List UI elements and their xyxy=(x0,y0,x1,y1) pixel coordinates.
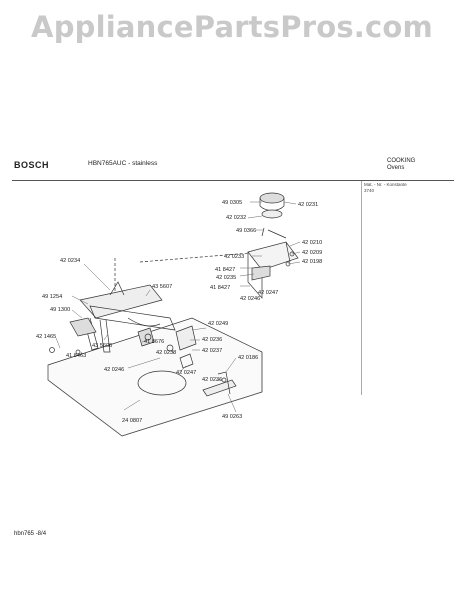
category-label: COOKING Ovens xyxy=(387,158,415,172)
part-labels: 49 0305 42 0231 42 0232 49 0366 42 0210 42 02… xyxy=(36,200,322,424)
bracket-assembly xyxy=(79,284,163,319)
brand-label: BOSCH xyxy=(14,160,50,170)
part-number-label: 42 0234 xyxy=(60,258,80,264)
part-number-label: 42 0236 xyxy=(202,337,222,343)
model-label: HBN765AUC - stainless xyxy=(88,160,158,167)
diagram-drawing xyxy=(47,192,301,437)
part-number-label: 49 0263 xyxy=(222,414,242,420)
watermark-logo: AppliancePartsPros.com xyxy=(31,10,433,44)
part-number-label: 42 0247 xyxy=(176,370,196,376)
part-number-label: 41 8676 xyxy=(144,339,164,345)
part-number-label: 42 0238 xyxy=(156,350,176,356)
part-number-label: 42 0233 xyxy=(224,254,244,260)
part-number-label: 42 0249 xyxy=(208,321,228,327)
part-number-label: 42 0235 xyxy=(216,275,236,281)
part-number-label: 42 0246 xyxy=(104,367,124,373)
part-number-label: 42 0236 xyxy=(202,377,222,383)
part-number-label: 41 8463 xyxy=(66,353,86,359)
column-header-line-2: 3740 xyxy=(364,187,375,193)
part-number-label: 49 0366 xyxy=(236,228,256,234)
part-number-label: 42 0246 xyxy=(240,296,260,302)
column-header: Mat. - Nr. - Konstante 3740 xyxy=(364,182,407,193)
part-number-label: 42 0231 xyxy=(298,202,318,208)
part-number-label: 42 0247 xyxy=(258,290,278,296)
part-number-label: 43 5606 xyxy=(92,343,112,349)
part-number-label: 42 0209 xyxy=(302,250,322,256)
part-number-label: 42 0232 xyxy=(226,215,246,221)
motor-bracket xyxy=(247,241,299,271)
part-number-label: 41 8427 xyxy=(210,285,230,291)
footer-code: hbn765 -8/4 xyxy=(14,531,47,537)
part-number-label: 42 1465 xyxy=(36,334,56,340)
category-line-1: COOKING xyxy=(387,158,416,164)
motor-housing xyxy=(259,192,285,204)
header-divider xyxy=(12,180,454,181)
column-divider xyxy=(361,181,362,395)
part-number-label: 42 0210 xyxy=(302,240,322,246)
column-header-line-1: Mat. - Nr. - Konstante xyxy=(364,182,407,187)
category-line-2: Ovens xyxy=(387,165,405,171)
part-number-label: 43 5607 xyxy=(152,284,172,290)
part-number-label: 42 0186 xyxy=(238,355,258,361)
part-number-label: 42 0198 xyxy=(302,259,322,265)
part-number-label: 49 0305 xyxy=(222,200,242,206)
base-plate-hole xyxy=(137,370,187,396)
part-number-label: 41 8427 xyxy=(215,267,235,273)
part-number-label: 42 0237 xyxy=(202,348,222,354)
part-number-label: 49 1254 xyxy=(42,294,62,300)
part-number-label: 24 0807 xyxy=(122,418,142,424)
part-number-label: 49 1300 xyxy=(50,307,70,313)
